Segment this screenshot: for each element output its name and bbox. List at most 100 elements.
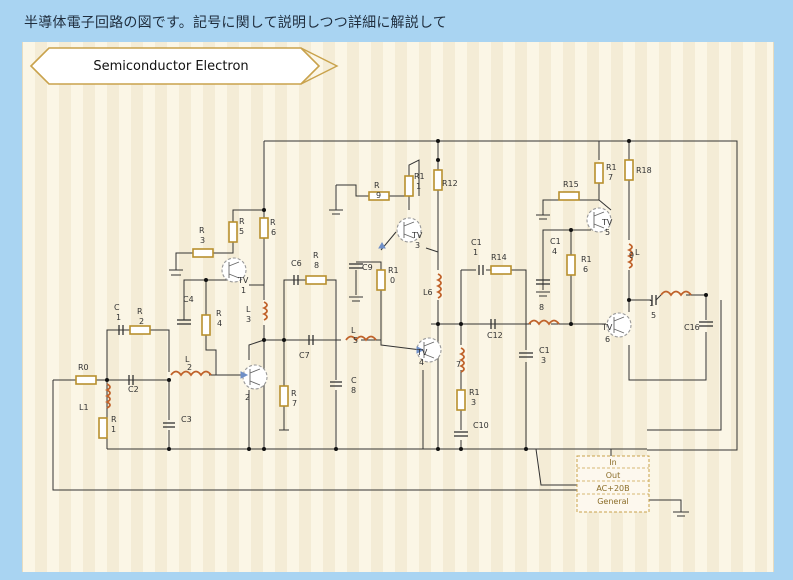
resistor-r8 — [305, 275, 327, 285]
transistor-tv6 — [606, 312, 632, 338]
capacitor-c16 — [699, 321, 713, 327]
svg-text:C12: C12 — [487, 331, 503, 340]
resistor-r15 — [558, 191, 580, 201]
svg-text:R15: R15 — [563, 180, 579, 189]
svg-text:R: R — [111, 415, 117, 424]
svg-text:C1: C1 — [471, 238, 482, 247]
terminal-block: In Out AC+20B General — [576, 455, 650, 513]
svg-text:R: R — [216, 309, 222, 318]
prompt-text: 半導体電子回路の図です。記号に関して説明しつつ詳細に解説して — [24, 15, 447, 31]
resistor-r16 — [566, 254, 576, 276]
svg-text:C9: C9 — [362, 263, 373, 272]
resistor-r7 — [279, 385, 289, 407]
svg-text:R1: R1 — [606, 163, 617, 172]
svg-text:L: L — [351, 326, 356, 335]
component-labels: R0 L1 R1 C1 R2 C2 C3 L2 C4 R4 R3 R5 R6 T… — [78, 163, 700, 434]
svg-text:C: C — [351, 376, 357, 385]
capacitor-c11 — [478, 265, 484, 275]
svg-text:2: 2 — [245, 393, 250, 402]
svg-text:TV: TV — [601, 218, 613, 227]
svg-text:R: R — [239, 217, 245, 226]
prompt-header: 半導体電子回路の図です。記号に関して説明しつつ詳細に解説して — [6, 0, 787, 40]
transistor-tv2 — [242, 364, 268, 390]
svg-text:TV: TV — [416, 348, 428, 357]
transistor-tv5 — [586, 207, 612, 233]
terminal-out: Out — [606, 471, 621, 480]
svg-text:1: 1 — [649, 299, 654, 308]
resistor-r13 — [456, 389, 466, 411]
svg-text:C1: C1 — [550, 237, 561, 246]
signal-arrows — [240, 242, 425, 379]
svg-text:6: 6 — [605, 335, 610, 344]
svg-text:L1: L1 — [79, 403, 89, 412]
svg-text:4: 4 — [217, 319, 222, 328]
svg-text:3: 3 — [200, 236, 205, 245]
svg-text:C2: C2 — [128, 385, 139, 394]
svg-text:C4: C4 — [183, 295, 194, 304]
svg-text:C6: C6 — [291, 259, 302, 268]
svg-text:TV: TV — [411, 231, 423, 240]
svg-text:L: L — [246, 305, 251, 314]
svg-text:R: R — [291, 389, 297, 398]
diagram-canvas: Semiconductor Electron — [22, 42, 774, 572]
svg-text:5: 5 — [239, 227, 244, 236]
capacitor-c7 — [308, 335, 314, 345]
svg-text:3: 3 — [541, 356, 546, 365]
capacitor-c1 — [118, 325, 124, 335]
resistor-r4 — [201, 314, 211, 336]
inductor-l7 — [458, 347, 465, 373]
capacitor-c2 — [128, 375, 134, 385]
inductor-l5 — [345, 335, 377, 342]
terminal-in: In — [609, 458, 616, 467]
inductor-l10 — [660, 290, 692, 297]
svg-text:TV: TV — [601, 323, 613, 332]
inductor-l9 — [626, 243, 633, 269]
svg-text:C10: C10 — [473, 421, 489, 430]
svg-text:R0: R0 — [78, 363, 89, 372]
resistor-r5 — [228, 221, 238, 243]
svg-text:0: 0 — [390, 276, 395, 285]
title-banner: Semiconductor Electron — [29, 47, 339, 85]
svg-text:5: 5 — [651, 311, 656, 320]
terminal-general: General — [597, 497, 629, 506]
svg-text:L: L — [635, 248, 640, 257]
svg-text:C16: C16 — [684, 323, 700, 332]
svg-text:7: 7 — [608, 173, 613, 182]
svg-text:7: 7 — [456, 360, 461, 369]
svg-text:1: 1 — [241, 286, 246, 295]
transistors — [221, 207, 632, 390]
svg-text:3: 3 — [415, 241, 420, 250]
resistor-r6 — [259, 217, 269, 239]
svg-text:6: 6 — [583, 265, 588, 274]
capacitor-c15 — [651, 295, 657, 305]
svg-text:R18: R18 — [636, 166, 652, 175]
svg-text:L6: L6 — [423, 288, 433, 297]
svg-text:C: C — [114, 303, 120, 312]
resistor-r12 — [433, 169, 443, 191]
svg-text:1: 1 — [111, 425, 116, 434]
ground-symbols — [169, 185, 550, 431]
capacitor-c14 — [536, 279, 550, 285]
svg-text:R: R — [374, 181, 380, 190]
resistor-r10 — [376, 269, 386, 291]
resistors — [75, 159, 634, 439]
inductors — [104, 243, 692, 409]
capacitor-c9 — [349, 263, 363, 269]
resistor-r11 — [404, 175, 414, 197]
svg-text:R: R — [199, 226, 205, 235]
resistor-r14 — [490, 265, 512, 275]
capacitors — [118, 263, 713, 437]
svg-text:R1: R1 — [469, 388, 480, 397]
transistor-tv1 — [221, 257, 247, 283]
resistor-r3 — [192, 248, 214, 258]
inductor-l8 — [528, 319, 560, 326]
svg-text:6: 6 — [271, 228, 276, 237]
svg-text:R: R — [137, 307, 143, 316]
svg-text:R1: R1 — [388, 266, 399, 275]
svg-text:3: 3 — [246, 315, 251, 324]
capacitor-c4 — [177, 319, 191, 325]
resistor-r18 — [624, 159, 634, 181]
inductor-l6 — [435, 273, 442, 299]
svg-text:1: 1 — [416, 182, 421, 191]
